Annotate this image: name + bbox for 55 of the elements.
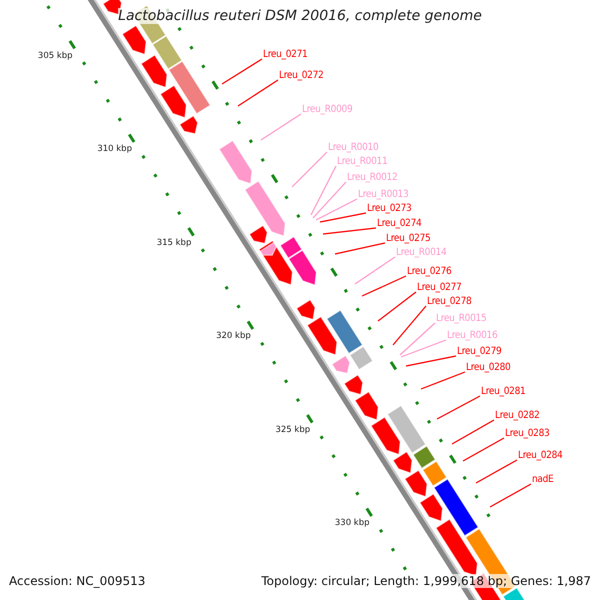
gene-label: Lreu_R0015 (436, 313, 486, 325)
gene-label: Lreu_R0012 (347, 172, 398, 184)
summary-text: Topology: circular; Length: 1,999,618 bp; Genes: 1,987 (261, 574, 591, 588)
leader-line (334, 242, 386, 255)
gene-label: Lreu_0274 (377, 218, 422, 230)
leader-line (354, 256, 396, 284)
gene-label: Lreu_0282 (495, 410, 540, 422)
leader-line (312, 182, 346, 218)
leader-line (436, 395, 480, 420)
leader-line (490, 483, 532, 508)
gene-label: Lreu_0271 (263, 49, 308, 61)
leader-line (222, 58, 262, 84)
map-title: Lactobacillus reuteri DSM 20016, complete genome (118, 8, 482, 24)
leader-line (392, 306, 426, 346)
gene-label: Lreu_0273 (367, 203, 412, 215)
gene-label: nadE (532, 474, 554, 486)
leader-line (400, 339, 446, 358)
gene-label: Lreu_0277 (417, 282, 462, 294)
leader-line (316, 198, 358, 221)
gene-label: Lreu_0276 (407, 266, 452, 278)
scale-label: 330 kbp (334, 518, 370, 528)
leader-line (260, 114, 302, 140)
scale-label: 305 kbp (38, 50, 73, 61)
leader-line (406, 355, 456, 367)
leader-line (238, 80, 278, 106)
leader-line (476, 459, 518, 484)
leader-line (452, 419, 494, 445)
gene-label: Lreu_R0009 (302, 104, 352, 116)
gene-label: Lreu_R0010 (328, 142, 378, 154)
gene-label: Lreu_0281 (481, 386, 526, 398)
leader-line (322, 227, 376, 235)
leader-line (292, 152, 328, 188)
gene-label: Lreu_R0014 (396, 247, 446, 259)
gene-label: Lreu_R0016 (447, 330, 498, 342)
scale-label: 310 kbp (97, 144, 132, 154)
gene-label: Lreu_0278 (427, 296, 472, 308)
accession-text: Accession: NC_009513 (9, 574, 146, 588)
scale-label: 320 kbp (216, 331, 251, 342)
gene-label: Lreu_0284 (518, 450, 562, 462)
scale-label: 325 kbp (276, 424, 310, 435)
leader-line (462, 437, 504, 462)
leader-line (400, 322, 436, 356)
leader-line (420, 371, 466, 390)
gene-label: Lreu_0283 (505, 428, 550, 440)
gene-label: Lreu_0275 (386, 233, 430, 245)
gene-label: Lreu_0279 (457, 346, 502, 358)
leader-line (362, 275, 406, 297)
gene-label: Lreu_R0013 (358, 189, 408, 201)
leader-line (310, 166, 337, 216)
gene-label: Lreu_0280 (466, 362, 510, 374)
leader-line (378, 292, 416, 322)
gene-label: Lreu_0272 (279, 70, 324, 82)
gene-label: Lreu_R0011 (337, 156, 388, 168)
leader-line (320, 212, 366, 223)
scale-label: 315 kbp (156, 238, 192, 248)
